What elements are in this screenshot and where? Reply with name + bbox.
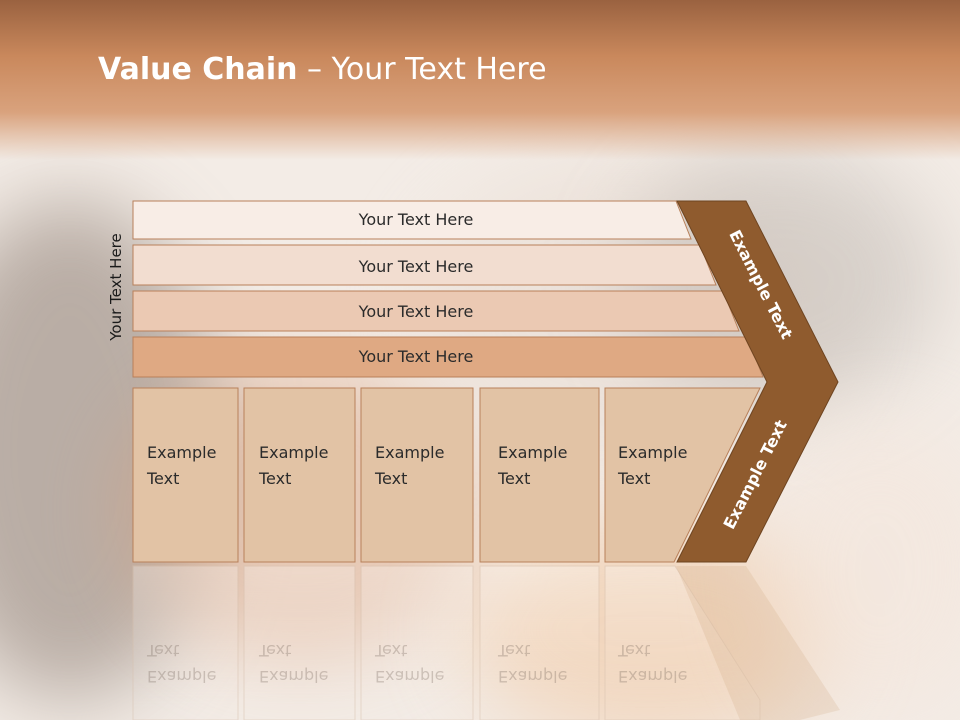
primary-column-2[interactable] <box>243 387 356 563</box>
primary-column-5[interactable] <box>604 387 761 563</box>
reflection-text: Text <box>374 641 407 660</box>
margin-chevron[interactable] <box>676 200 839 563</box>
column-label-line1: Example <box>147 443 216 462</box>
reflection-text: Example <box>375 667 444 686</box>
support-bar-label: Your Text Here <box>358 210 474 229</box>
reflection-text: Example <box>259 667 328 686</box>
reflection-text: Example <box>147 667 216 686</box>
reflection-text: Text <box>617 641 650 660</box>
column-label-line1: Example <box>375 443 444 462</box>
page-title: Value Chain – Your Text Here <box>98 52 547 87</box>
reflection-text: Example <box>618 667 687 686</box>
support-bar-label: Your Text Here <box>358 302 474 321</box>
support-bar-1[interactable] <box>132 200 692 240</box>
title-bold: Value Chain <box>98 52 298 87</box>
primary-column-4[interactable] <box>479 387 600 563</box>
reflection-text: Text <box>146 641 179 660</box>
reflection-text: Text <box>497 641 530 660</box>
reflection-group <box>132 565 840 720</box>
title-rest: – Your Text Here <box>297 52 547 87</box>
column-label-line2: Text <box>258 469 291 488</box>
support-bar-2[interactable] <box>132 244 717 286</box>
support-bar-label: Your Text Here <box>358 347 474 366</box>
support-bar-3[interactable] <box>132 290 740 332</box>
column-label-line1: Example <box>498 443 567 462</box>
column-label-line1: Example <box>618 443 687 462</box>
support-bar-label: Your Text Here <box>358 257 474 276</box>
column-label-line2: Text <box>617 469 650 488</box>
primary-column-3[interactable] <box>360 387 474 563</box>
primary-column-1[interactable] <box>132 387 239 563</box>
column-label-line2: Text <box>497 469 530 488</box>
column-label-line2: Text <box>146 469 179 488</box>
column-label-line2: Text <box>374 469 407 488</box>
reflection-text: Text <box>258 641 291 660</box>
support-bar-4[interactable] <box>132 336 764 378</box>
column-label-line1: Example <box>259 443 328 462</box>
reflection-text: Example <box>498 667 567 686</box>
header-band <box>0 0 960 160</box>
reflection-text-group: Example Text Example Text Example Text E… <box>146 641 687 686</box>
